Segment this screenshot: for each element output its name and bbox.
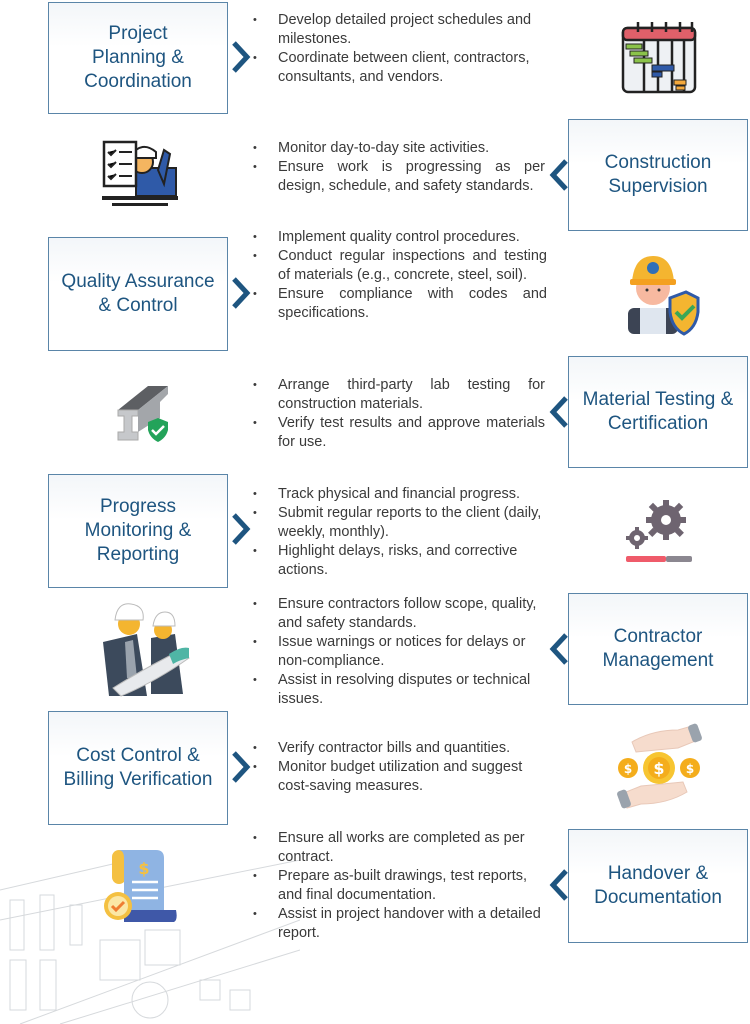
gantt-calendar-icon (621, 22, 697, 94)
section-title-line: Supervision (608, 176, 708, 197)
svg-text:$: $ (624, 762, 632, 776)
section-box-material-testing: Material Testing & Certification (568, 356, 748, 468)
bullet-item: Coordinate between client, contractors, … (252, 49, 552, 87)
bullet-item: Verify test results and approve material… (252, 414, 545, 452)
engineers-blueprint-icon (103, 603, 190, 697)
bullet-item: Submit regular reports to the client (da… (252, 504, 557, 542)
engineer-checklist-icon (102, 140, 178, 206)
bullet-item: Track physical and financial progress. (252, 485, 557, 504)
section-title-line: Construction (604, 152, 712, 173)
section-title-line: Progress (99, 496, 176, 517)
chevron-left-icon (549, 396, 568, 428)
section-title-line: Material Testing & (582, 389, 734, 410)
section-bullets-contractor-management: Ensure contractors follow scope, quality… (252, 595, 552, 709)
section-bullets-material-testing: Arrange third-party lab testing for cons… (252, 376, 545, 452)
chevron-right-icon (232, 751, 251, 783)
section-title-line: Cost Control & (76, 745, 200, 766)
gears-progress-icon (626, 500, 692, 562)
section-box-project-planning: Project Planning & Coordination (48, 2, 228, 114)
svg-text:$: $ (653, 759, 664, 778)
document-approval-icon: $ (104, 850, 177, 922)
section-title-line: Project (108, 23, 168, 44)
bullet-item: Arrange third-party lab testing for cons… (252, 376, 545, 414)
section-bullets-quality-assurance: Implement quality control procedures. Co… (252, 228, 547, 323)
section-box-cost-control: Cost Control & Billing Verification (48, 711, 228, 825)
bullet-item: Assist in resolving disputes or technica… (252, 671, 552, 709)
section-box-contractor-management: Contractor Management (568, 593, 748, 705)
bullet-item: Ensure all works are completed as per co… (252, 829, 542, 867)
bullet-item: Monitor budget utilization and suggest c… (252, 758, 557, 796)
chevron-left-icon (549, 633, 568, 665)
section-bullets-handover: Ensure all works are completed as per co… (252, 829, 542, 943)
section-box-construction-supervision: Construction Supervision (568, 119, 748, 231)
chevron-left-icon (549, 159, 568, 191)
section-title-line: Monitoring & (84, 520, 192, 541)
steel-beam-check-icon (117, 386, 168, 442)
bullet-item: Prepare as-built drawings, test reports,… (252, 867, 542, 905)
section-bullets-project-planning: Develop detailed project schedules and m… (252, 11, 552, 87)
bullet-item: Verify contractor bills and quantities. (252, 739, 557, 758)
bullet-item: Ensure contractors follow scope, quality… (252, 595, 552, 633)
section-bullets-construction-supervision: Monitor day-to-day site activities. Ensu… (252, 139, 545, 196)
svg-text:$: $ (686, 762, 694, 776)
section-title-line: Contractor (613, 626, 703, 647)
section-title-line: & Control (98, 295, 178, 316)
bullet-item: Develop detailed project schedules and m… (252, 11, 552, 49)
section-bullets-cost-control: Verify contractor bills and quantities. … (252, 739, 557, 796)
bullet-item: Assist in project handover with a detail… (252, 905, 542, 943)
section-title-line: Billing Verification (63, 769, 213, 790)
bullet-item: Highlight delays, risks, and corrective … (252, 542, 557, 580)
section-box-progress-monitoring: Progress Monitoring & Reporting (48, 474, 228, 588)
section-box-quality-assurance: Quality Assurance & Control (48, 237, 228, 351)
section-box-handover: Handover & Documentation (568, 829, 748, 943)
section-title-line: Reporting (96, 544, 180, 565)
section-title-line: Planning & (92, 47, 184, 68)
chevron-left-icon (549, 869, 568, 901)
bullet-item: Monitor day-to-day site activities. (252, 139, 545, 158)
bullet-item: Ensure work is progressing as per design… (252, 158, 545, 196)
section-title-line: Management (602, 650, 714, 671)
svg-text:$: $ (138, 859, 149, 878)
section-title-line: Quality Assurance (61, 271, 215, 292)
hands-coins-icon: $ $ $ (617, 723, 702, 809)
section-title-line: Handover & (607, 863, 709, 884)
chevron-right-icon (232, 513, 251, 545)
section-bullets-progress-monitoring: Track physical and financial progress. S… (252, 485, 557, 580)
section-title-line: Coordination (84, 71, 192, 92)
section-title-line: Certification (607, 413, 709, 434)
section-title-line: Documentation (594, 887, 722, 908)
worker-shield-icon (628, 256, 700, 336)
chevron-right-icon (232, 41, 251, 73)
bullet-item: Issue warnings or notices for delays or … (252, 633, 552, 671)
bullet-item: Conduct regular inspections and testing … (252, 247, 547, 285)
chevron-right-icon (232, 277, 251, 309)
bullet-item: Ensure compliance with codes and specifi… (252, 285, 547, 323)
bullet-item: Implement quality control procedures. (252, 228, 547, 247)
